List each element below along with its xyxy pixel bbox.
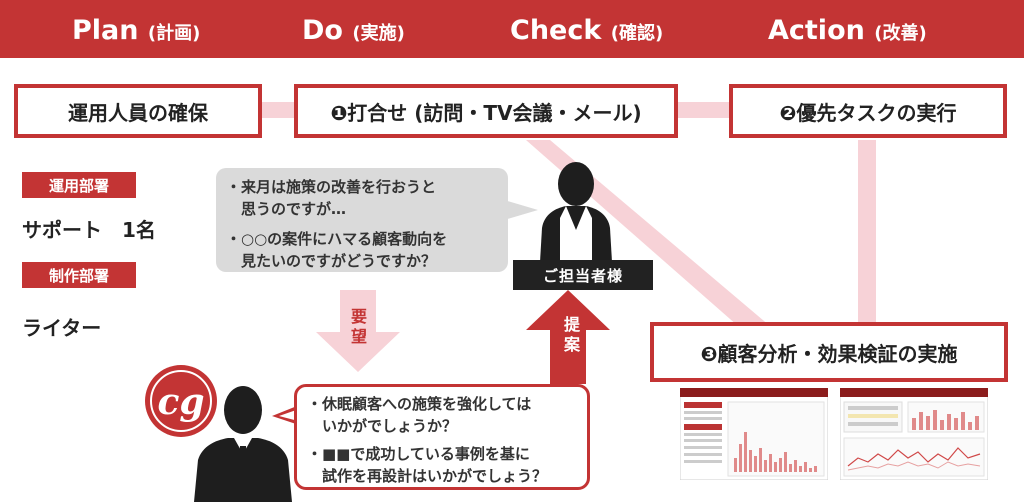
agency-speech-bubble: ・休眠顧客への施策を強化しては いかがでしょうか？ ・■■で成功している事例を基… (294, 384, 590, 490)
phase-plan: Plan (計画) (72, 15, 201, 46)
client-bubble-line: ・来月は施策の改善を行おうと (226, 178, 437, 196)
agency-person-icon (194, 386, 292, 502)
phase-action: Action (改善) (768, 15, 927, 46)
request-arrow (316, 290, 400, 372)
step-execute: ❷優先タスクの実行 (729, 84, 1007, 138)
report-thumbnail-2 (840, 388, 988, 480)
operations-dept-tag: 運用部署 (22, 172, 136, 198)
connector-band (675, 102, 733, 118)
step-staffing: 運用人員の確保 (14, 84, 262, 138)
production-dept-value: ライター (22, 316, 102, 340)
svg-text:cg: cg (157, 381, 204, 423)
client-speech-bubble: ・来月は施策の改善を行おうと 思うのですが… ・○○の案件にハマる顧客動向を 見… (216, 168, 508, 272)
report-thumbnail-1 (680, 388, 828, 480)
step-meeting: ❶打合せ (訪問・TV会議・メール) (294, 84, 678, 138)
client-label: ご担当者様 (513, 260, 653, 290)
company-logo: cg (145, 365, 217, 437)
operations-dept-value: サポート 1名 (22, 218, 156, 242)
proposal-arrow (526, 290, 610, 384)
proposal-label: 提案 (561, 316, 580, 356)
phase-check: Check (確認) (510, 15, 664, 46)
phase-header-band (0, 0, 1024, 58)
agency-bubble-line: ・■■で成功している事例を基に (307, 445, 530, 463)
agency-bubble-line: 試作を再設計はいかがでしょう？ (307, 467, 548, 485)
client-bubble-line: ・○○の案件にハマる顧客動向を (226, 230, 448, 248)
step-analysis: ❸顧客分析・効果検証の実施 (650, 322, 1008, 382)
client-bubble-line: 見たいのですがどうですか？ (226, 252, 437, 270)
agency-bubble-line: いかがでしょうか？ (307, 417, 458, 435)
connector-band (258, 102, 298, 118)
phase-do: Do (実施) (302, 15, 405, 46)
connector-band (858, 140, 876, 326)
request-label: 要望 (348, 308, 367, 348)
agency-bubble-line: ・休眠顧客への施策を強化しては (307, 395, 532, 413)
client-bubble-line: 思うのですが… (226, 200, 347, 218)
client-bubble-tail (504, 200, 538, 220)
client-person-icon (540, 162, 612, 262)
production-dept-tag: 制作部署 (22, 262, 136, 288)
